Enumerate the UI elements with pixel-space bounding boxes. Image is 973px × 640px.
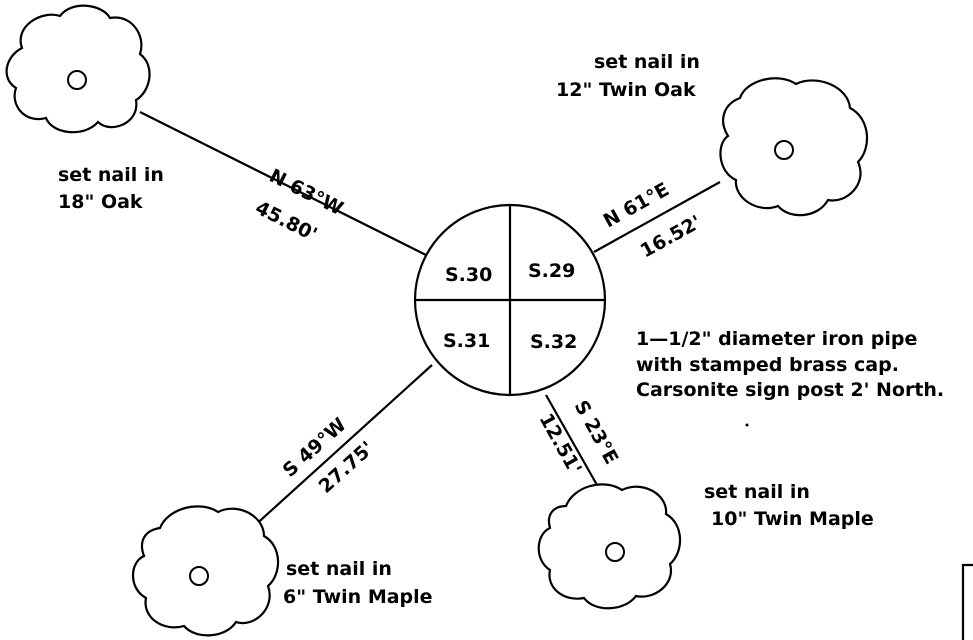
- corner-monument: S.30 S.29 S.31 S.32: [413, 203, 607, 397]
- bearing-line-nw: [139, 111, 427, 256]
- stray-dot: [745, 423, 749, 427]
- section-label-nw: S.30: [445, 264, 492, 286]
- nail-hole-icon: [605, 542, 625, 562]
- section-label-se: S.32: [530, 331, 577, 353]
- nail-hole-icon: [189, 566, 209, 586]
- bearing-line-sw: [251, 364, 433, 529]
- frame-corner: [961, 563, 973, 640]
- bearing-line-ne: [593, 181, 721, 253]
- bearing-line-se: [545, 394, 598, 486]
- section-label-sw: S.31: [443, 330, 490, 352]
- tree-se: [537, 483, 682, 610]
- nail-hole-icon: [67, 70, 87, 90]
- tree-note-nw: set nail in 18" Oak: [58, 164, 171, 213]
- tree-sw: [131, 505, 280, 637]
- bearing-ne: N 61°E: [600, 178, 673, 232]
- section-label-ne: S.29: [528, 260, 575, 282]
- nail-hole-icon: [774, 140, 794, 160]
- monument-description: 1—1/2" diameter iron pipe with stamped b…: [636, 328, 944, 401]
- tree-ne: [719, 77, 869, 217]
- tree-note-ne: set nail in 12" Twin Oak: [556, 51, 707, 101]
- distance-ne: 16.52': [637, 211, 705, 262]
- tree-nw: [5, 4, 151, 134]
- tree-note-se: set nail in 10" Twin Maple: [704, 481, 874, 530]
- tree-note-sw: set nail in 6" Twin Maple: [283, 558, 433, 608]
